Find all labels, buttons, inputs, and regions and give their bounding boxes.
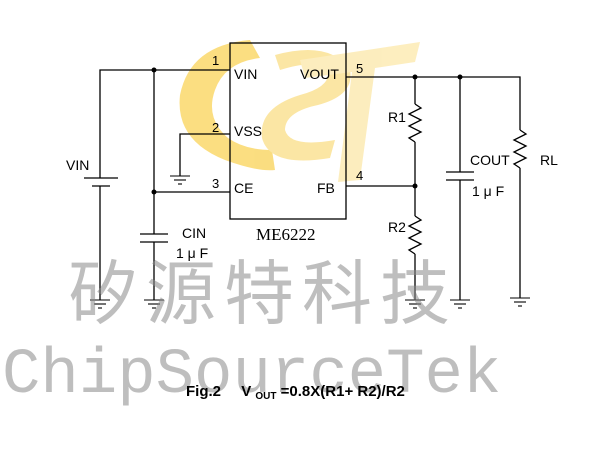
svg-text:Fig.2 V OUT: Fig.2 V OUT =0.8X(R1+ R2)/R2	[186, 383, 405, 403]
ground-icon-cout	[450, 299, 470, 309]
pin-vin-number: 1	[212, 53, 219, 68]
fb-wire	[346, 183, 418, 216]
figure-caption: Fig.2 V OUT =0.8X(R1+ R2)/R2	[186, 383, 405, 403]
pin-ce-label: CE	[234, 180, 253, 196]
cout-value: 1 μ F	[472, 183, 504, 199]
pin-vss-number: 2	[212, 120, 219, 135]
r1-label: R1	[388, 109, 406, 125]
r2-label: R2	[388, 219, 406, 235]
pin-fb-number: 4	[356, 168, 363, 183]
rl-resistor-symbol	[512, 129, 528, 298]
pin-vout-label: VOUT	[300, 66, 339, 82]
ground-icon-rl	[510, 297, 530, 307]
ic-body	[229, 42, 347, 220]
cout-label: COUT	[470, 152, 510, 168]
caption-fig: Fig.2	[186, 383, 221, 400]
caption-formula: =0.8X(R1+ R2)/R2	[281, 383, 405, 400]
pin-fb-label: FB	[317, 180, 335, 196]
r2-resistor-symbol	[407, 215, 423, 300]
vin-rail	[99, 67, 230, 192]
watermark-chinese: 矽源特科技	[68, 253, 458, 335]
pin-ce-number: 3	[212, 176, 219, 191]
vout-rail	[346, 74, 521, 172]
caption-v: V	[241, 383, 251, 400]
caption-subscript: OUT	[255, 391, 276, 402]
cout-capacitor-symbol	[446, 171, 474, 300]
ground-icon-r2	[405, 299, 425, 309]
ce-wire	[151, 189, 230, 234]
watermark-english: ChipSourceTek	[2, 340, 501, 412]
cst-logo-watermark	[179, 40, 420, 182]
pin-vout-number: 5	[356, 61, 363, 76]
ic-name: ME6222	[256, 225, 316, 244]
ground-icon-cin	[144, 299, 164, 309]
pin-vin-label: VIN	[234, 66, 257, 82]
rl-label: RL	[540, 152, 558, 168]
cin-label: CIN	[182, 225, 206, 241]
ground-icon-vin	[90, 299, 110, 309]
cin-capacitor-symbol	[140, 233, 168, 300]
vss-ground-wire	[179, 133, 230, 176]
pin-vss-label: VSS	[234, 123, 262, 139]
cin-value: 1 μ F	[176, 245, 208, 261]
r1-resistor-symbol	[407, 103, 423, 186]
vin-source-label: VIN	[66, 157, 89, 173]
vin-battery-symbol	[84, 177, 118, 300]
vss-ground-icon	[170, 175, 190, 185]
